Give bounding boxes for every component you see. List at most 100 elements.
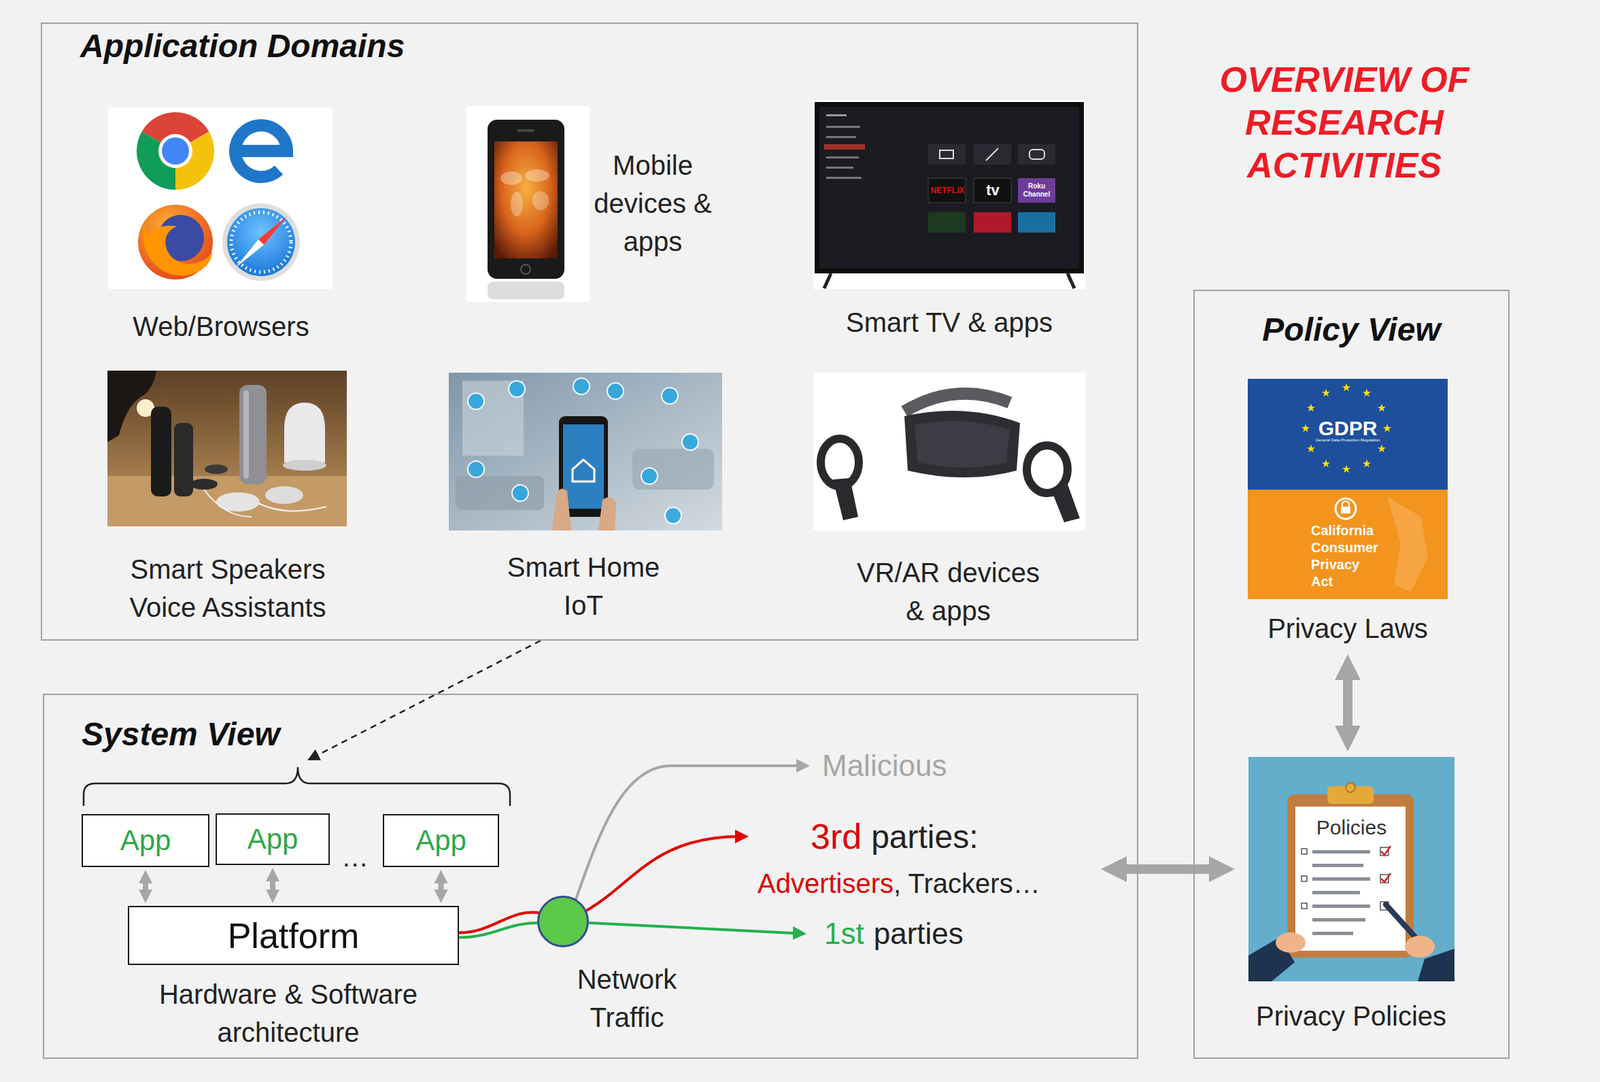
privacy-policies-node: PoliciesPrivacy Policies	[1248, 756, 1455, 1036]
text-slot: Roku Channel	[1017, 182, 1056, 199]
platform-box: Platform	[127, 905, 459, 965]
domain-caption: Smart TV & apps	[809, 303, 1090, 342]
app-node: App	[382, 813, 500, 867]
text-slot: , Trackers…	[893, 866, 1041, 900]
text-slot: Smart Speakers Voice Assistants	[101, 550, 354, 627]
traffic-node: Network Traffic	[537, 895, 701, 1039]
text-slot: tv	[973, 181, 1012, 200]
connector	[1116, 864, 1220, 874]
tv-picture	[813, 99, 1086, 289]
destination: Malicious	[812, 746, 983, 785]
connector	[1342, 669, 1353, 736]
traffic-circle	[537, 895, 589, 948]
destination: 3rdparties: Advertisers, Trackers…	[751, 812, 1092, 901]
browser-logos	[108, 107, 333, 289]
text-slot: parties:	[871, 816, 978, 858]
domain-item: VR/AR devices & apps	[809, 367, 1090, 633]
panel-heading: Policy View	[1193, 310, 1510, 349]
ccpa-label: California Consumer Privacy Act	[1311, 522, 1381, 591]
app-box: App	[215, 813, 330, 865]
text-slot: NETFLIX	[928, 185, 967, 196]
tv-tile-label: tv	[973, 181, 1012, 200]
tv-tile-label: Roku Channel	[1017, 182, 1056, 199]
privacy-policies-picture	[1248, 756, 1455, 982]
smart-speakers-picture	[107, 370, 347, 527]
malicious-label: Malicious	[822, 746, 947, 785]
panel-heading: Application Domains	[80, 27, 405, 66]
connector	[269, 875, 276, 895]
text-slot: parties	[873, 914, 964, 953]
app-node: App	[81, 813, 210, 867]
domain-item: Smart TV & apps	[809, 95, 1090, 345]
platform-caption: Hardware & Software architecture	[145, 975, 432, 1052]
text-slot: Policy View	[1193, 310, 1510, 349]
domain-caption: Mobile devices & apps	[591, 146, 714, 261]
text-slot: Smart TV & apps	[809, 303, 1090, 342]
smart-home-picture	[448, 372, 723, 531]
text-slot: General Data Protection Regulation	[1247, 437, 1448, 443]
domain-item: Mobile devices & apps	[462, 101, 721, 306]
system-panel: System ViewApp App AppPlatformHardware & S…	[42, 693, 1139, 1059]
domain-caption: Web/Browsers	[101, 307, 340, 346]
text-slot: VR/AR devices & apps	[851, 553, 1046, 630]
domain-item: Smart Speakers Voice Assistants	[101, 367, 354, 633]
domain-caption: Smart Home IoT	[495, 548, 672, 625]
domain-item: Smart Home IoT	[441, 367, 728, 633]
domain-caption: Smart Speakers Voice Assistants	[101, 550, 354, 627]
text-slot: Web/Browsers	[101, 307, 340, 346]
text-slot: Malicious	[822, 746, 947, 785]
party-label: parties	[873, 914, 964, 953]
gdpr-subtitle: General Data Protection Regulation	[1247, 437, 1448, 443]
policy-panel: Policy ViewGDPRGeneral Data Protection R…	[1193, 289, 1510, 1059]
app-box: App	[81, 813, 210, 867]
ellipsis: …	[334, 840, 376, 874]
text-slot: …	[334, 840, 376, 874]
traffic-line	[458, 922, 538, 938]
policy-image	[1248, 756, 1455, 982]
text-slot: Smart Home IoT	[495, 548, 672, 625]
domain-item: Web/Browsers	[101, 101, 340, 347]
connector	[458, 911, 539, 938]
app-label: App	[247, 822, 299, 857]
text-slot: Advertisers	[757, 866, 894, 900]
tv-tile-label: NETFLIX	[928, 185, 967, 196]
app-box: App	[382, 813, 500, 867]
panel-heading: System View	[81, 715, 281, 754]
text-slot: Policies	[1248, 815, 1455, 840]
party-number: 1st	[824, 914, 865, 953]
title: OVERVIEW OF RESEARCH ACTIVITIES	[1187, 58, 1501, 187]
text-slot: Privacy Policies	[1235, 996, 1467, 1035]
phone-picture	[466, 106, 590, 302]
text-slot: OVERVIEW OF RESEARCH ACTIVITIES	[1187, 58, 1501, 187]
traffic-caption: Network Traffic	[558, 960, 695, 1037]
domain-caption: VR/AR devices & apps	[851, 553, 1046, 630]
privacy-laws-picture	[1247, 378, 1448, 600]
app-label: App	[120, 823, 172, 858]
text-slot: Mobile devices & apps	[591, 146, 714, 261]
advertisers-label: Advertisers	[757, 866, 894, 900]
vr-headset-picture	[813, 372, 1086, 531]
app-node: App	[215, 813, 330, 865]
party-label: parties:	[871, 816, 978, 858]
text-slot: Privacy Laws	[1232, 609, 1464, 648]
connector	[588, 922, 799, 934]
policy-caption: Privacy Policies	[1235, 996, 1467, 1035]
party-number: 3rd	[810, 815, 862, 857]
trackers-label: , Trackers…	[893, 866, 1041, 900]
policy-caption: Privacy Laws	[1232, 609, 1464, 648]
text-slot: Hardware & Software architecture	[145, 975, 432, 1052]
text-slot: 1st	[824, 914, 865, 953]
destination: 1stparties	[809, 914, 1014, 953]
connector	[142, 877, 149, 895]
clipboard-label: Policies	[1248, 815, 1455, 840]
connector	[438, 877, 445, 895]
text-slot: California Consumer Privacy Act	[1311, 522, 1381, 591]
platform-label: Platform	[227, 915, 360, 957]
text-slot: Application Domains	[80, 27, 405, 66]
connector	[586, 836, 741, 911]
text-slot: System View	[81, 715, 281, 754]
text-slot: Network Traffic	[558, 960, 695, 1037]
privacy-laws-node: GDPRGeneral Data Protection RegulationCa…	[1247, 378, 1448, 648]
text-slot: 3rd	[810, 815, 862, 857]
